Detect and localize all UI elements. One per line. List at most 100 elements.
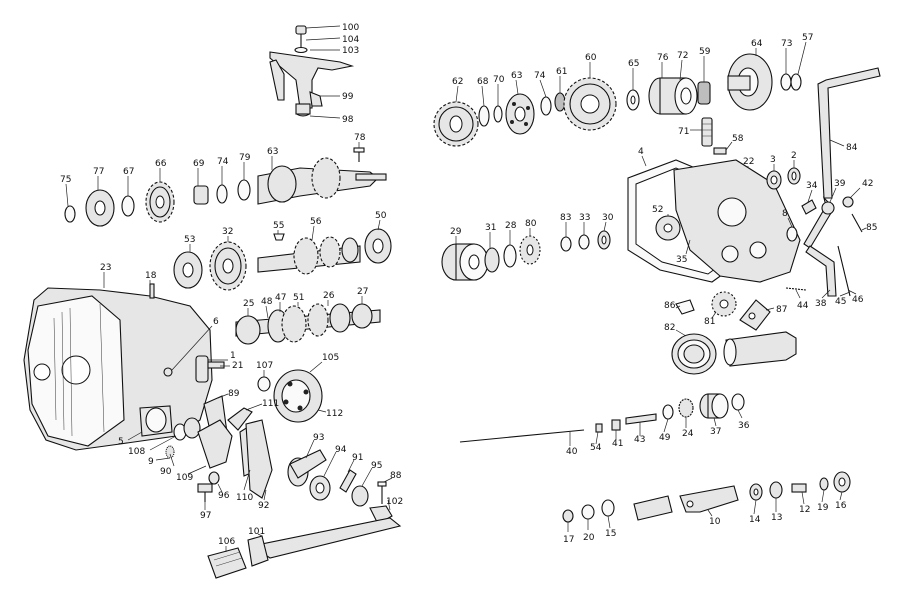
callout-37: 37: [710, 427, 721, 437]
part-gear-62: [433, 101, 479, 147]
callout-91: 91: [352, 453, 363, 463]
callout-28: 28: [505, 221, 517, 231]
callout-1: 1: [230, 351, 236, 361]
callout-16: 16: [835, 501, 847, 511]
callout-50: 50: [375, 211, 387, 221]
part-bolt-97: [197, 483, 213, 502]
callout-34: 34: [806, 181, 818, 191]
callout-71: 71: [678, 127, 689, 137]
callout-64: 64: [751, 39, 763, 49]
callout-61: 61: [556, 67, 567, 77]
part-spring-82: [671, 333, 717, 375]
callout-13: 13: [771, 513, 782, 523]
part-rod-43: [625, 413, 657, 425]
callout-97: 97: [200, 511, 211, 521]
callout-63: 63: [511, 71, 522, 81]
callout-88: 88: [390, 471, 402, 481]
callout-6: 6: [213, 317, 219, 327]
part-pushrod-40: [459, 429, 585, 443]
part-washer-65: [626, 89, 640, 111]
part-pin-91: [339, 469, 357, 493]
callout-15: 15: [605, 529, 616, 539]
callout-96: 96: [218, 491, 230, 501]
callout-94: 94: [335, 445, 347, 455]
callout-51: 51: [293, 293, 304, 303]
part-linkage-38: [805, 245, 851, 297]
callout-19: 19: [817, 503, 829, 513]
part-ring-75: [64, 205, 76, 223]
callout-100: 100: [342, 23, 359, 33]
callout-43: 43: [634, 435, 645, 445]
part-ring-8: [786, 226, 798, 242]
part-washer-30: [597, 230, 611, 250]
part-flange-64: [727, 53, 773, 111]
callout-108: 108: [128, 447, 145, 457]
callout-103: 103: [342, 46, 359, 56]
part-ring-31: [484, 247, 500, 273]
callout-40: 40: [566, 447, 578, 457]
part-ring-107: [257, 376, 271, 392]
part-cover-22: [673, 159, 801, 283]
part-shaft-79: [237, 179, 251, 201]
part-spring-44: [785, 287, 807, 291]
part-nut-17: [562, 509, 574, 523]
callout-98: 98: [342, 115, 354, 125]
part-bush-69: [193, 185, 209, 205]
callout-63-shaft: 63: [267, 147, 278, 157]
part-screw-58: [713, 147, 727, 155]
part-boss-5: [139, 405, 173, 437]
callout-83: 83: [560, 213, 571, 223]
part-bearing-77: [85, 189, 115, 227]
part-bearing-63: [505, 93, 535, 135]
part-kickstart-arm-101: [247, 517, 402, 567]
callout-21: 21: [232, 361, 243, 371]
part-lever-10: [633, 485, 739, 521]
part-spacer-83: [560, 236, 572, 252]
callout-69: 69: [193, 159, 205, 169]
part-clip-34: [801, 199, 817, 215]
part-bush-59: [697, 81, 711, 105]
leader-lines: [65, 25, 867, 552]
callout-74-top: 74: [534, 71, 546, 81]
callout-78: 78: [354, 133, 366, 143]
callout-85: 85: [866, 223, 877, 233]
callout-52: 52: [652, 205, 663, 215]
part-shaft-63: [257, 157, 387, 205]
callout-27: 27: [357, 287, 368, 297]
part-segment-109: [197, 419, 233, 469]
callout-47: 47: [275, 293, 286, 303]
part-ring-36: [731, 393, 745, 411]
part-clip-55: [273, 233, 285, 241]
callout-66: 66: [155, 159, 167, 169]
callout-42: 42: [862, 179, 873, 189]
part-ring-74-top: [540, 96, 552, 116]
callout-105: 105: [322, 353, 339, 363]
callout-79: 79: [239, 153, 251, 163]
part-hub-80: [519, 235, 541, 265]
part-gear-27: [351, 303, 373, 329]
callout-39: 39: [834, 179, 846, 189]
callout-109: 109: [176, 473, 193, 483]
callout-89: 89: [228, 389, 240, 399]
callout-31: 31: [485, 223, 496, 233]
part-camplate-92: [245, 419, 273, 499]
part-ring-94: [309, 475, 331, 501]
part-ring-61: [554, 92, 566, 112]
callout-67: 67: [123, 167, 134, 177]
part-ring-95: [351, 485, 369, 507]
callout-72: 72: [677, 51, 688, 61]
callout-87: 87: [776, 305, 787, 315]
part-pin-85: [851, 213, 863, 233]
callout-81: 81: [704, 317, 715, 327]
part-clip-86: [675, 299, 695, 315]
part-ring-13: [769, 481, 783, 499]
part-ring-68: [478, 105, 490, 127]
callout-29: 29: [450, 227, 462, 237]
callout-4: 4: [638, 147, 644, 157]
part-washer-15: [601, 499, 615, 517]
callout-74: 74: [217, 157, 229, 167]
callout-labels: 100 104 103 99 98 62 68 70 63 74 61 60 6…: [60, 23, 877, 547]
callout-95: 95: [371, 461, 382, 471]
callout-80: 80: [525, 219, 537, 229]
